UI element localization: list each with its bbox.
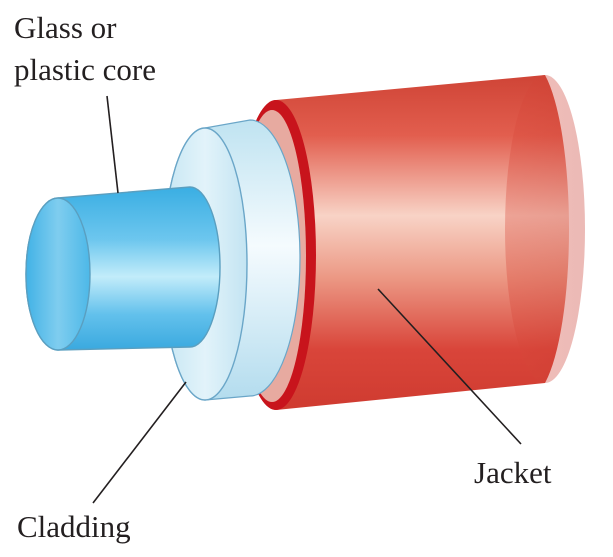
core [25, 186, 221, 351]
core-leader-line [106, 95, 119, 194]
jacket-leader-line [377, 288, 522, 445]
core-label-line2: plastic core [14, 52, 156, 87]
jacket-body [236, 75, 570, 410]
jacket-label: Jacket [474, 455, 552, 490]
cladding-label: Cladding [17, 509, 131, 544]
core-face [25, 197, 91, 351]
core-label-line1: Glass or [14, 10, 117, 45]
jacket-far-end [505, 75, 585, 383]
cladding-leader-line [92, 381, 187, 504]
